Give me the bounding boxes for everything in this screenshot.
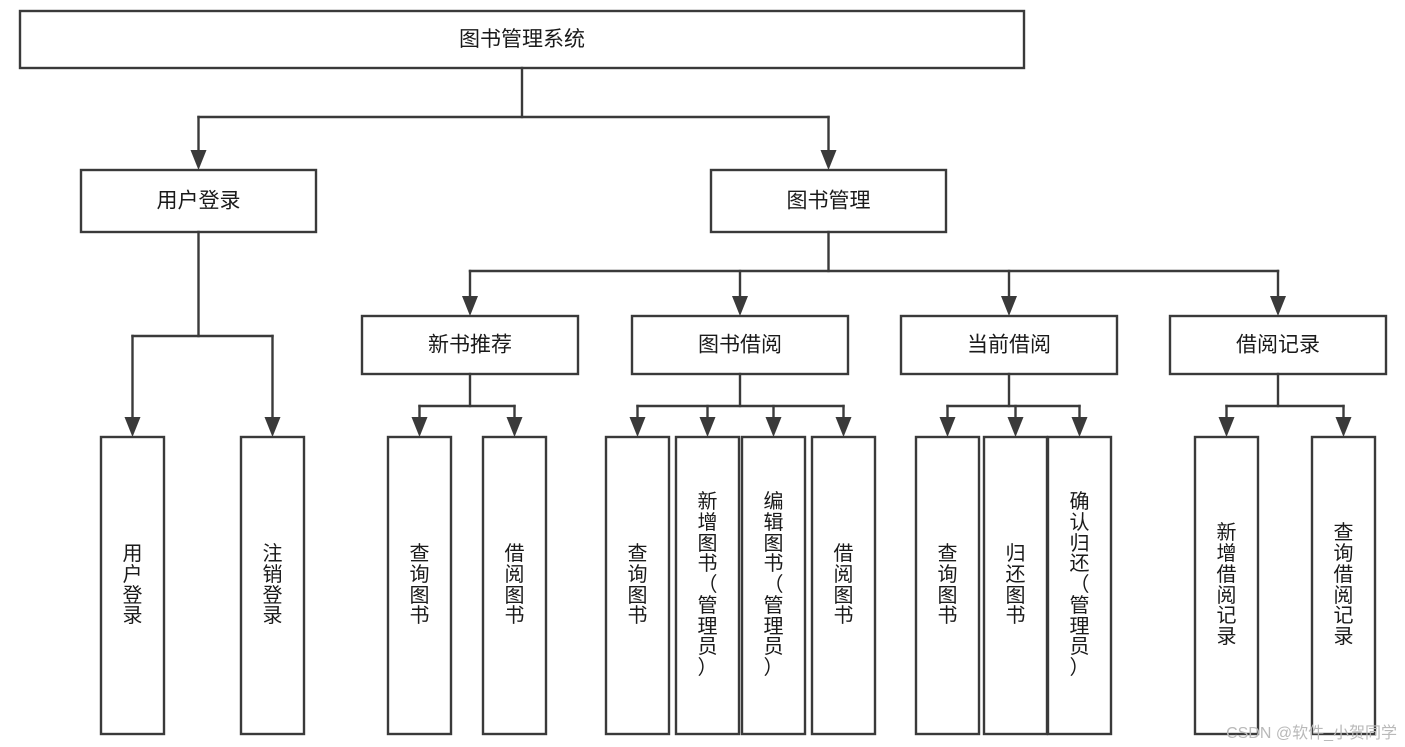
node-当前借阅-l3-2[interactable]: 当前借阅 [899,314,1119,376]
arrow-head-icon [190,150,207,170]
node-用户登录-l2-0[interactable]: 用户登录 [79,168,318,234]
node-当前借阅-l3-2-box[interactable] [899,314,1119,376]
node-归还图书-leaf-2-1-box[interactable] [982,435,1049,736]
node-查询图书-leaf-1-0-box[interactable] [604,435,671,736]
arrow-head-icon [1007,417,1024,437]
node-查询图书-leaf-2-0[interactable] [914,435,981,736]
arrow-head-icon [411,417,428,437]
arrow-head-icon [732,296,748,316]
arrow-head-icon [1071,417,1088,437]
node-查询图书-leaf-0-0-box[interactable] [386,435,453,736]
arrow-head-icon [820,150,837,170]
arrow-head-icon [939,417,956,437]
node-查询图书-leaf-2-0-box[interactable] [914,435,981,736]
node-图书管理系统-root[interactable]: 图书管理系统 [18,9,1026,70]
node-图书管理系统-root-label: 图书管理系统 [459,28,585,51]
arrow-head-icon [1001,296,1017,316]
node-新增图书管理员-leaf-1-1[interactable] [674,435,741,736]
node-新增图书管理员-leaf-1-1-box[interactable] [674,435,741,736]
node-借阅图书-leaf-1-3-box[interactable] [810,435,877,736]
node-借阅图书-leaf-1-3[interactable] [810,435,877,736]
node-用户登录-leaf-u0[interactable] [99,435,166,736]
node-图书管理-l2-1[interactable]: 图书管理 [709,168,948,234]
node-新增借阅记录-leaf-3-0[interactable] [1193,435,1260,736]
arrow-head-icon [506,417,523,437]
node-查询图书-leaf-1-0[interactable] [604,435,671,736]
node-注销登录-leaf-u1-box[interactable] [239,435,306,736]
arrow-head-icon [629,417,646,437]
node-归还图书-leaf-2-1[interactable] [982,435,1049,736]
node-用户登录-leaf-u0-box[interactable] [99,435,166,736]
node-借阅图书-leaf-0-1[interactable] [481,435,548,736]
arrow-head-icon [264,417,281,437]
node-图书管理系统-root-box[interactable] [18,9,1026,70]
node-编辑图书管理员-leaf-1-2-box[interactable] [740,435,807,736]
node-借阅图书-leaf-0-1-box[interactable] [481,435,548,736]
node-确认归还管理员-leaf-2-2-box[interactable] [1046,435,1113,736]
node-新书推荐-l3-0-box[interactable] [360,314,580,376]
node-新增借阅记录-leaf-3-0-box[interactable] [1193,435,1260,736]
node-查询借阅记录-leaf-3-1-box[interactable] [1310,435,1377,736]
node-借阅记录-l3-3[interactable]: 借阅记录 [1168,314,1388,376]
node-借阅记录-l3-3-box[interactable] [1168,314,1388,376]
arrow-head-icon [1335,417,1352,437]
node-查询图书-leaf-0-0[interactable] [386,435,453,736]
node-新书推荐-l3-0-label: 新书推荐 [428,334,512,357]
arrow-head-icon [835,417,852,437]
node-确认归还管理员-leaf-2-2[interactable] [1046,435,1113,736]
node-用户登录-l2-0-box[interactable] [79,168,318,234]
arrow-head-icon [124,417,141,437]
node-图书管理-l2-1-label: 图书管理 [787,190,871,213]
node-用户登录-l2-0-label: 用户登录 [157,190,241,213]
node-借阅记录-l3-3-label: 借阅记录 [1236,334,1320,357]
watermark-text: CSDN @软件_小贺同学 [1226,725,1397,742]
node-查询借阅记录-leaf-3-1[interactable] [1310,435,1377,736]
node-新书推荐-l3-0[interactable]: 新书推荐 [360,314,580,376]
node-图书管理-l2-1-box[interactable] [709,168,948,234]
arrow-head-icon [699,417,716,437]
node-图书借阅-l3-1-label: 图书借阅 [698,334,782,357]
node-编辑图书管理员-leaf-1-2[interactable] [740,435,807,736]
node-注销登录-leaf-u1[interactable] [239,435,306,736]
arrow-head-icon [462,296,478,316]
node-图书借阅-l3-1-box[interactable] [630,314,850,376]
arrow-head-icon [1218,417,1235,437]
node-当前借阅-l3-2-label: 当前借阅 [967,334,1051,357]
arrow-head-icon [1270,296,1286,316]
arrow-head-icon [765,417,782,437]
node-图书借阅-l3-1[interactable]: 图书借阅 [630,314,850,376]
